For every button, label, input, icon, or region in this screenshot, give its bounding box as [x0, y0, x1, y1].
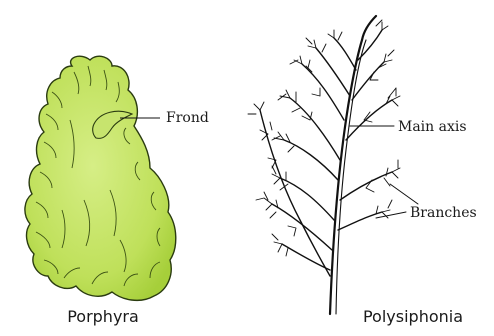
frond-label: Frond: [166, 110, 209, 126]
polysiphonia-illustration: [248, 16, 418, 314]
porphyra-caption: Porphyra: [67, 307, 139, 326]
porphyra-illustration: [25, 56, 176, 300]
branches-leader-line-upper: [390, 184, 418, 204]
polysiphonia-branches: [260, 30, 392, 276]
porphyra-thallus: [25, 56, 176, 300]
main-axis-label: Main axis: [398, 119, 467, 135]
polysiphonia-branchlets: [248, 20, 400, 256]
polysiphonia-caption: Polysiphonia: [363, 307, 463, 326]
branches-label: Branches: [410, 205, 477, 221]
